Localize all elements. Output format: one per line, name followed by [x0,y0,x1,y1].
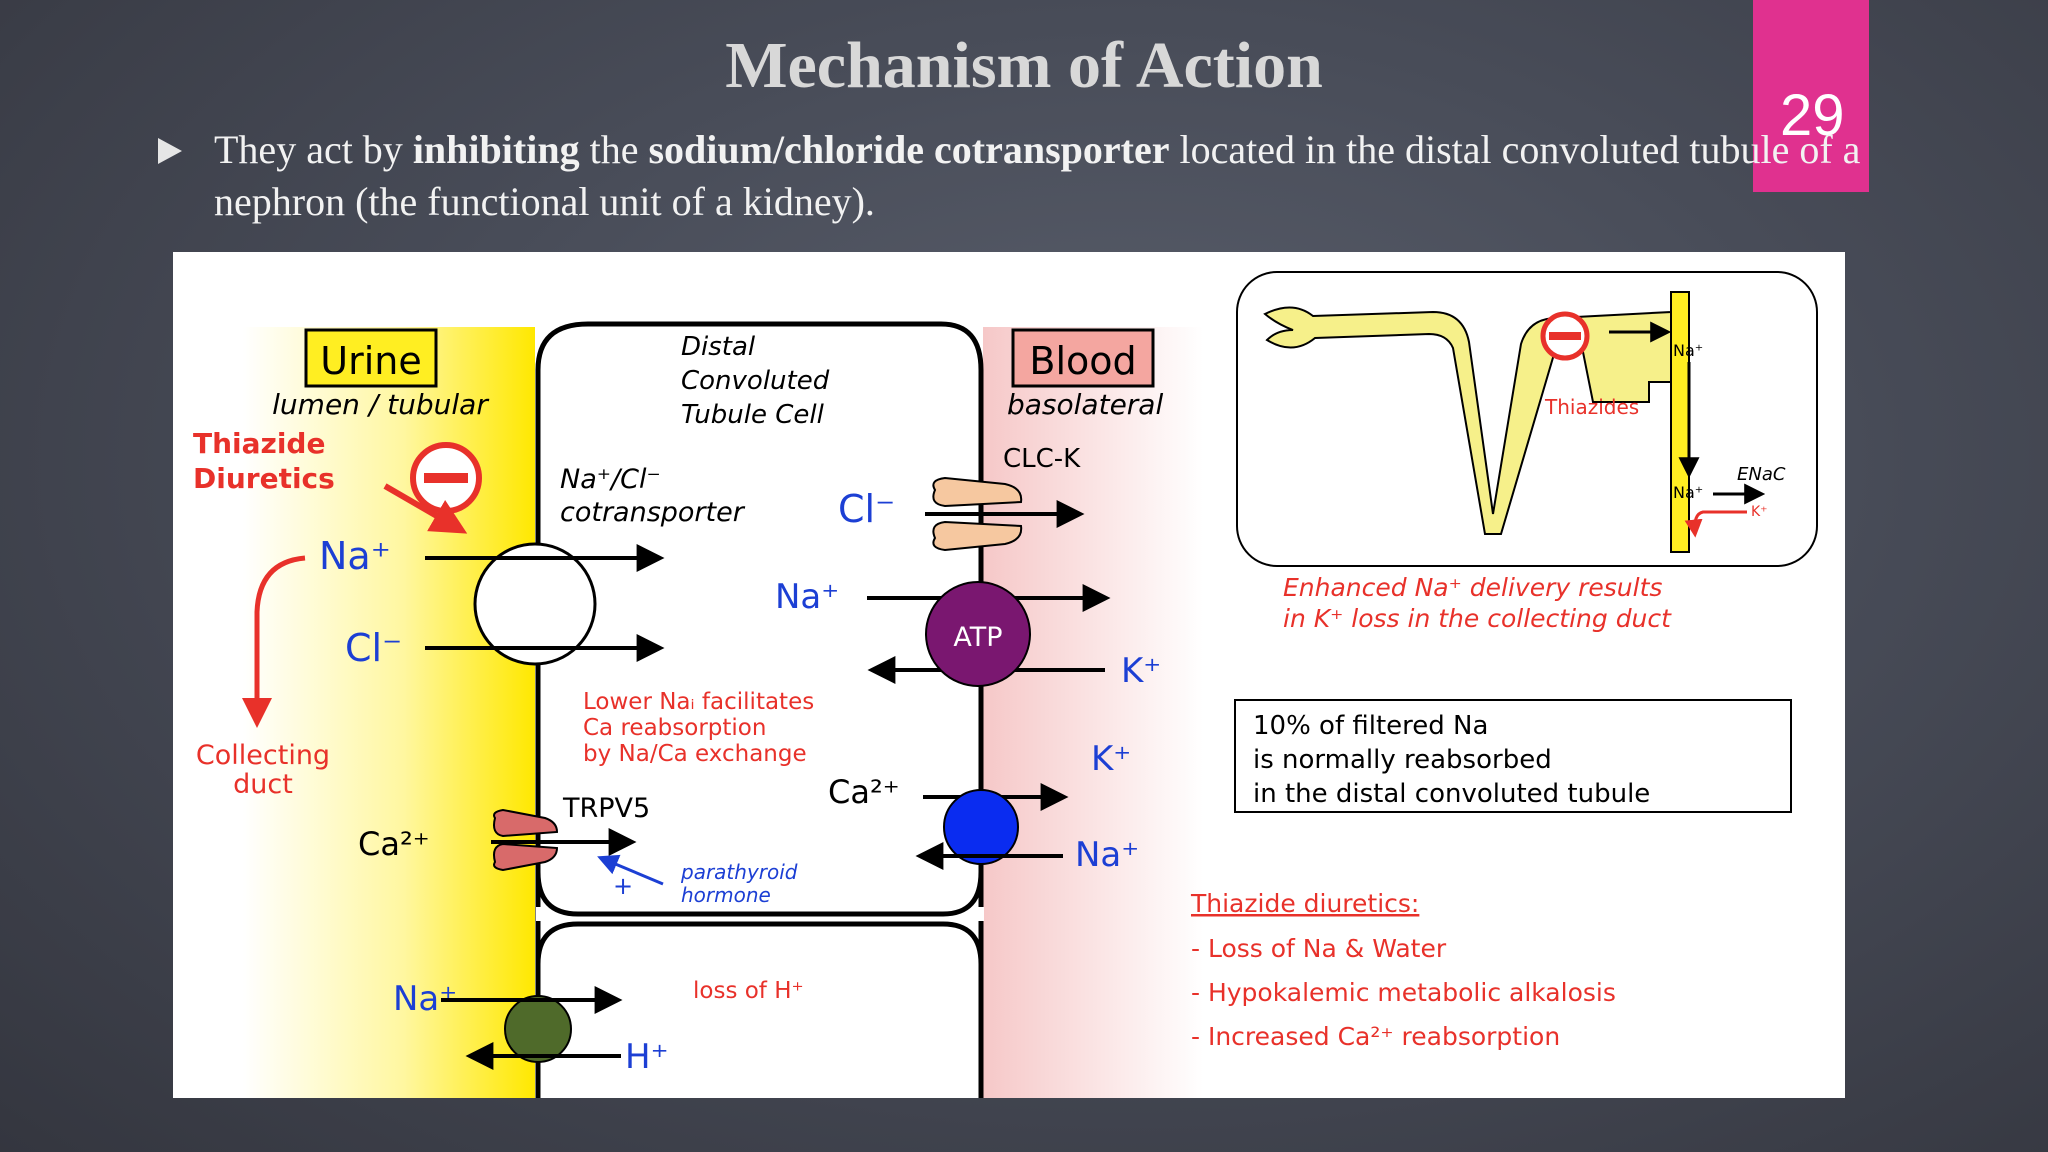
na-ion-label-pump: Na⁺ [775,577,839,617]
trpv5-label: TRPV5 [562,793,650,824]
loss-h-label: loss of H⁺ [693,978,804,1004]
inhibitor-arrow [383,483,468,534]
effect-1: - Loss of Na & Water [1191,934,1447,963]
k-ion-label-pump: K⁺ [1121,651,1161,691]
trpv5-channel-icon [493,808,559,872]
cl-ion-label: Cl⁻ [345,626,402,670]
cotransporter-label-2: cotransporter [560,497,746,528]
thiazide-left-label-2: Diuretics [193,462,335,495]
k-ion-label-blood: K⁺ [1091,739,1131,779]
inset-inhibitor-icon [1540,311,1590,361]
cell-label-3: Tubule Cell [681,400,825,430]
enhanced-delivery-1: Enhanced Na⁺ delivery results [1283,573,1662,602]
inhibitor-icon [410,442,482,514]
lower-cell [535,921,984,1098]
page-number-badge [1753,0,1869,192]
inset-k-label: K⁺ [1751,504,1768,520]
fact-line-2: is normally reabsorbed [1253,745,1552,775]
page-number: 29 [1780,83,1845,148]
inset-na-top: Na⁺ [1673,341,1703,360]
collecting-duct-label-2: duct [233,769,293,800]
inset-na-bottom: Na⁺ [1673,483,1703,502]
blood-label-box [1011,328,1155,388]
enhanced-delivery-2: in K⁺ loss in the collecting duct [1283,604,1672,633]
pth-label-1: parathyroid [680,860,798,884]
inset-thiazides-label: Thiazides [1544,395,1639,419]
cell-label-2: Convoluted [681,366,830,396]
atp-pump [925,581,1031,687]
blood-sub-label: basolateral [1007,388,1163,421]
na-ca-exchanger [943,789,1019,865]
mechanism-figure: Urine lumen / tubular Thiazide Diuretics… [173,252,1845,1098]
urine-label: Urine [320,339,421,383]
na-ca-note-3: by Na/Ca exchange [583,741,807,767]
pth-plus: + [613,872,633,900]
urine-label-box [304,328,438,388]
pth-label-2: hormone [681,883,771,907]
upper-cell-bottom [535,871,984,917]
mechanism-diagram: Urine lumen / tubular Thiazide Diuretics… [193,271,1818,1098]
bullet-arrow-icon [158,138,182,164]
urine-band [243,327,535,1098]
cotransporter-label-1: Na⁺/Cl⁻ [560,464,661,495]
effects-title: Thiazide diuretics: [1190,889,1419,918]
thiazide-left-label-1: Thiazide [193,427,325,460]
clck-channel-icon [932,476,1023,552]
ca-ion-label-right: Ca²⁺ [828,773,900,811]
na-ion-label: Na⁺ [319,534,391,578]
na-ca-note-2: Ca reabsorption [583,715,766,741]
clck-label: CLC-K [1003,444,1081,474]
urine-sub-label: lumen / tubular [272,388,489,421]
nacl-cotransporter [473,542,597,666]
inset-enac-label: ENaC [1737,464,1786,485]
na-h-exchanger [504,995,572,1063]
bullet-text: They act by inhibiting the sodium/chlori… [214,127,1861,224]
cl-ion-label-right: Cl⁻ [838,487,895,531]
inset-k-arrow [1684,510,1747,538]
collecting-duct-label-1: Collecting [196,740,330,771]
fact-line-1: 10% of filtered Na [1253,711,1488,741]
effect-2: - Hypokalemic metabolic alkalosis [1191,978,1616,1007]
na-ca-note-1: Lower Naᵢ facilitates [583,689,814,715]
cell-label-1: Distal [681,332,756,362]
slide-title: Mechanism of Action [725,29,1323,102]
atp-label: ATP [953,622,1002,653]
h-ion-label: H⁺ [625,1037,669,1077]
blood-label: Blood [1029,339,1136,383]
fact-box [1234,699,1792,813]
effect-3: - Increased Ca²⁺ reabsorption [1191,1022,1560,1051]
na-ion-label-exchanger: Na⁺ [1075,835,1139,875]
fact-line-3: in the distal convoluted tubule [1253,779,1650,809]
blood-band [983,327,1203,1098]
ca-ion-label-left: Ca²⁺ [358,825,430,863]
cell-membrane [535,321,984,1098]
pth-arrow [597,854,664,886]
collecting-duct-arrow [242,555,306,728]
